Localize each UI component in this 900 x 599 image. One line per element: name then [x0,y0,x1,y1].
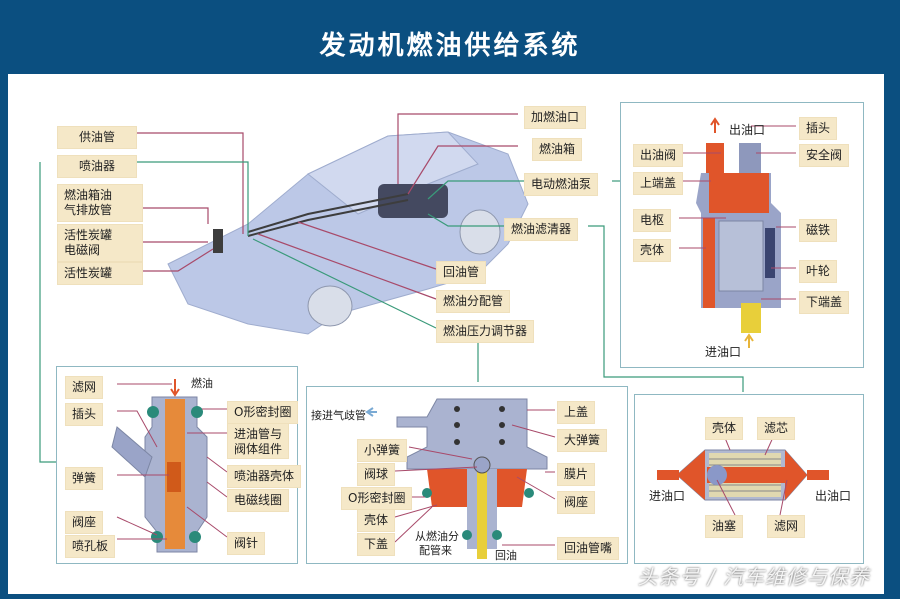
label-line: 活性炭罐 [64,228,113,242]
injector-panel: 燃油 滤网 插头 弹簧 阀座 喷孔板 O形密封圈 进油管与 阀体组件 喷油器壳体… [56,366,302,564]
fuel-in-label: 燃油 [191,377,213,390]
label-fuel-filler: 加燃油口 [524,106,587,129]
label-o-ring: O形密封圈 [227,401,299,424]
label-tank-vent-pipe: 燃油箱油 气排放管 [57,184,143,222]
label-line: 阀体组件 [234,442,283,456]
return-label: 回油 [495,549,517,562]
label-injector: 喷油器 [57,155,137,178]
filter-outlet-label: 出油口 [815,489,852,503]
label-large-spring: 大弹簧 [557,429,608,452]
label-needle: 阀针 [227,532,266,555]
label-upper-cap: 上端盖 [633,172,684,195]
label-outlet-valve: 出油阀 [633,144,684,167]
label-fuel-filter: 燃油滤清器 [504,218,579,241]
label-pump-housing: 壳体 [633,239,672,262]
filter-inlet-label: 进油口 [649,489,686,503]
label-small-spring: 小弹簧 [357,439,408,462]
label-impeller: 叶轮 [799,260,838,283]
label-connector: 插头 [799,117,838,140]
label-supply-pipe: 供油管 [57,126,137,149]
label-upper-cover: 上盖 [557,401,596,424]
label-canister-solenoid: 活性炭罐 电磁阀 [57,224,143,262]
label-safety-valve: 安全阀 [799,144,850,167]
label-line: 燃油箱油 [64,188,113,202]
label-valve-ball: 阀球 [357,463,396,486]
label-fuel-tank: 燃油箱 [532,138,583,161]
label-valve-seat: 阀座 [65,511,104,534]
label-return-pipe: 回油管 [436,261,487,284]
filter-cutaway [657,432,829,516]
label-pressure-regulator: 燃油压力调节器 [436,320,535,343]
label-magnet: 磁铁 [799,219,838,242]
label-injector-connector: 插头 [65,403,104,426]
label-filter-housing: 壳体 [705,417,744,440]
label-line: 电磁阀 [64,243,101,257]
label-inlet-valve-assembly: 进油管与 阀体组件 [227,423,290,459]
regulator-panel: 接进气歧管 从燃油分 配管来 回油 小弹簧 阀球 O形密封圈 壳体 下盖 上盖 … [306,386,628,564]
label-charcoal-canister: 活性炭罐 [57,262,143,285]
label-oil-plug: 油塞 [705,515,744,538]
label-filter-element: 滤芯 [757,417,796,440]
label-lower-cap: 下端盖 [799,291,850,314]
label-return-nozzle: 回油管嘴 [557,537,620,560]
regulator-cutaway [365,398,556,559]
page-title: 发动机燃油供给系统 [319,31,581,61]
label-line: 进油管与 [234,427,283,441]
label-reg-o-ring: O形密封圈 [341,487,413,510]
label-filter-screen: 滤网 [767,515,806,538]
label-fuel-rail: 燃油分配管 [436,290,511,313]
label-line: 气排放管 [64,203,113,217]
label-injector-housing: 喷油器壳体 [227,465,302,488]
fuel-pump-panel: 出油口 进油口 出油阀 上端盖 电枢 壳体 插头 安全阀 磁铁 叶轮 下端盖 [620,102,864,368]
pump-inlet-label: 进油口 [705,345,742,359]
label-lower-cover: 下盖 [357,533,396,556]
label-diaphragm: 膜片 [557,463,596,486]
label-spring: 弹簧 [65,467,104,490]
injector-cutaway [111,379,228,553]
label-electric-fuel-pump: 电动燃油泵 [524,173,599,196]
label-solenoid-coil: 电磁线圈 [227,489,290,512]
label-armature: 电枢 [633,209,672,232]
pump-outlet-label: 出油口 [729,123,766,137]
watermark: 头条号 / 汽车维修与保养 [637,565,870,589]
from-rail-label-1: 从燃油分 [415,530,459,543]
label-reg-valve-seat: 阀座 [557,491,596,514]
fuel-pump-cutaway [679,117,796,348]
intake-manifold-label: 接进气歧管 [311,409,366,422]
filter-panel: 壳体 滤芯 油塞 滤网 进油口 出油口 [634,394,864,564]
label-orifice-plate: 喷孔板 [65,535,116,558]
diagram-canvas: 供油管 喷油器 燃油箱油 气排放管 活性炭罐 电磁阀 活性炭罐 加燃油口 燃油箱… [8,74,884,594]
from-rail-label-2: 配管来 [419,544,452,557]
label-strainer: 滤网 [65,376,104,399]
label-reg-housing: 壳体 [357,509,396,532]
